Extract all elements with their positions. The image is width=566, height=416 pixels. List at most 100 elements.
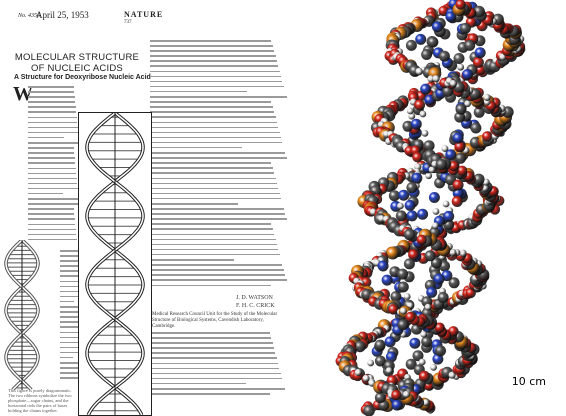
text-line bbox=[150, 249, 278, 251]
text-line bbox=[150, 193, 280, 195]
publication-date: April 25, 1953 bbox=[36, 10, 89, 20]
atom-sphere bbox=[404, 293, 411, 300]
text-line bbox=[28, 91, 74, 93]
text-line bbox=[28, 188, 78, 190]
text-line bbox=[150, 152, 285, 154]
text-line bbox=[150, 183, 277, 185]
text-line bbox=[28, 218, 75, 220]
text-line bbox=[28, 178, 77, 180]
atom-sphere bbox=[475, 47, 486, 58]
text-line bbox=[150, 218, 287, 220]
text-line bbox=[150, 244, 277, 246]
text-line bbox=[152, 347, 274, 349]
text-line bbox=[152, 363, 278, 365]
author-crick: F. H. C. CRICK bbox=[236, 303, 275, 309]
text-line bbox=[152, 378, 282, 380]
atom-sphere bbox=[405, 312, 415, 322]
text-line bbox=[150, 45, 273, 47]
text-line bbox=[150, 279, 287, 281]
text-line bbox=[150, 127, 278, 129]
text-line bbox=[28, 147, 74, 149]
body-text-column-left bbox=[28, 86, 80, 246]
atom-sphere bbox=[391, 390, 401, 400]
text-line bbox=[28, 157, 75, 159]
text-line bbox=[150, 132, 280, 134]
nature-paper-page: No. 4356 April 25, 1953 NATURE 737 MOLEC… bbox=[0, 0, 289, 416]
text-line bbox=[150, 60, 277, 62]
atom-sphere bbox=[398, 190, 409, 201]
text-line bbox=[28, 122, 77, 124]
text-line bbox=[150, 264, 282, 266]
text-line bbox=[150, 172, 274, 174]
atom-sphere bbox=[414, 100, 425, 111]
paper-title: MOLECULAR STRUCTURE OF NUCLEIC ACIDS bbox=[12, 52, 142, 74]
references-text bbox=[152, 332, 286, 402]
atom-sphere bbox=[397, 269, 408, 280]
atom-sphere bbox=[385, 336, 396, 347]
text-line bbox=[28, 106, 76, 108]
text-line bbox=[150, 122, 277, 124]
atom-sphere bbox=[462, 69, 473, 80]
text-line bbox=[150, 65, 278, 67]
atom-sphere bbox=[404, 258, 415, 269]
text-line bbox=[150, 116, 276, 118]
text-line bbox=[152, 342, 273, 344]
atom-sphere bbox=[439, 51, 450, 62]
atom-sphere bbox=[427, 37, 438, 48]
text-line bbox=[150, 137, 281, 139]
text-line bbox=[28, 162, 75, 164]
atom-sphere bbox=[438, 292, 449, 303]
atom-sphere bbox=[398, 319, 409, 330]
double-helix-drawing bbox=[79, 113, 151, 415]
atom-sphere bbox=[443, 211, 454, 222]
atom-sphere bbox=[460, 23, 471, 34]
atom-sphere bbox=[421, 336, 432, 347]
atom-sphere bbox=[382, 275, 393, 286]
dna-molecular-model-photo: 10 cm bbox=[290, 0, 566, 416]
atom-sphere bbox=[355, 369, 362, 376]
text-line bbox=[150, 106, 273, 108]
atom-sphere bbox=[375, 392, 386, 403]
journal-name: NATURE bbox=[124, 10, 163, 19]
scale-label: 10 cm bbox=[512, 375, 546, 388]
atom-sphere bbox=[470, 123, 481, 134]
text-line bbox=[28, 137, 64, 139]
text-line bbox=[150, 285, 271, 287]
text-line bbox=[28, 152, 74, 154]
text-line bbox=[152, 368, 279, 370]
text-line bbox=[150, 274, 285, 276]
atom-sphere bbox=[406, 40, 417, 51]
text-line bbox=[150, 101, 271, 103]
text-line bbox=[150, 91, 247, 93]
atom-sphere bbox=[404, 229, 416, 241]
text-line bbox=[150, 142, 282, 144]
atom-sphere bbox=[434, 274, 445, 285]
text-line bbox=[150, 167, 273, 169]
atom-sphere bbox=[363, 375, 370, 382]
text-line bbox=[150, 203, 238, 205]
atom-sphere bbox=[484, 94, 491, 101]
atom-sphere bbox=[454, 53, 465, 64]
atom-sphere bbox=[432, 222, 439, 229]
atom-sphere bbox=[407, 210, 418, 221]
text-line bbox=[28, 234, 76, 236]
atom-sphere bbox=[430, 364, 437, 371]
atom-sphere bbox=[425, 250, 436, 261]
text-line bbox=[150, 81, 282, 83]
text-line bbox=[152, 357, 277, 359]
atom-sphere bbox=[420, 331, 427, 338]
text-line bbox=[28, 142, 79, 144]
author-affiliation: Medical Research Council Unit for the St… bbox=[152, 312, 286, 330]
atom-sphere bbox=[443, 201, 450, 208]
text-line bbox=[152, 337, 271, 339]
atom-sphere bbox=[396, 210, 407, 221]
text-line bbox=[150, 55, 276, 57]
atom-sphere bbox=[459, 250, 466, 257]
atom-sphere bbox=[473, 57, 484, 68]
text-line bbox=[28, 127, 78, 129]
atom-sphere bbox=[375, 340, 386, 351]
atom-sphere bbox=[453, 133, 464, 144]
text-line bbox=[150, 178, 276, 180]
atom-sphere bbox=[416, 68, 423, 75]
atom-sphere bbox=[420, 84, 431, 95]
